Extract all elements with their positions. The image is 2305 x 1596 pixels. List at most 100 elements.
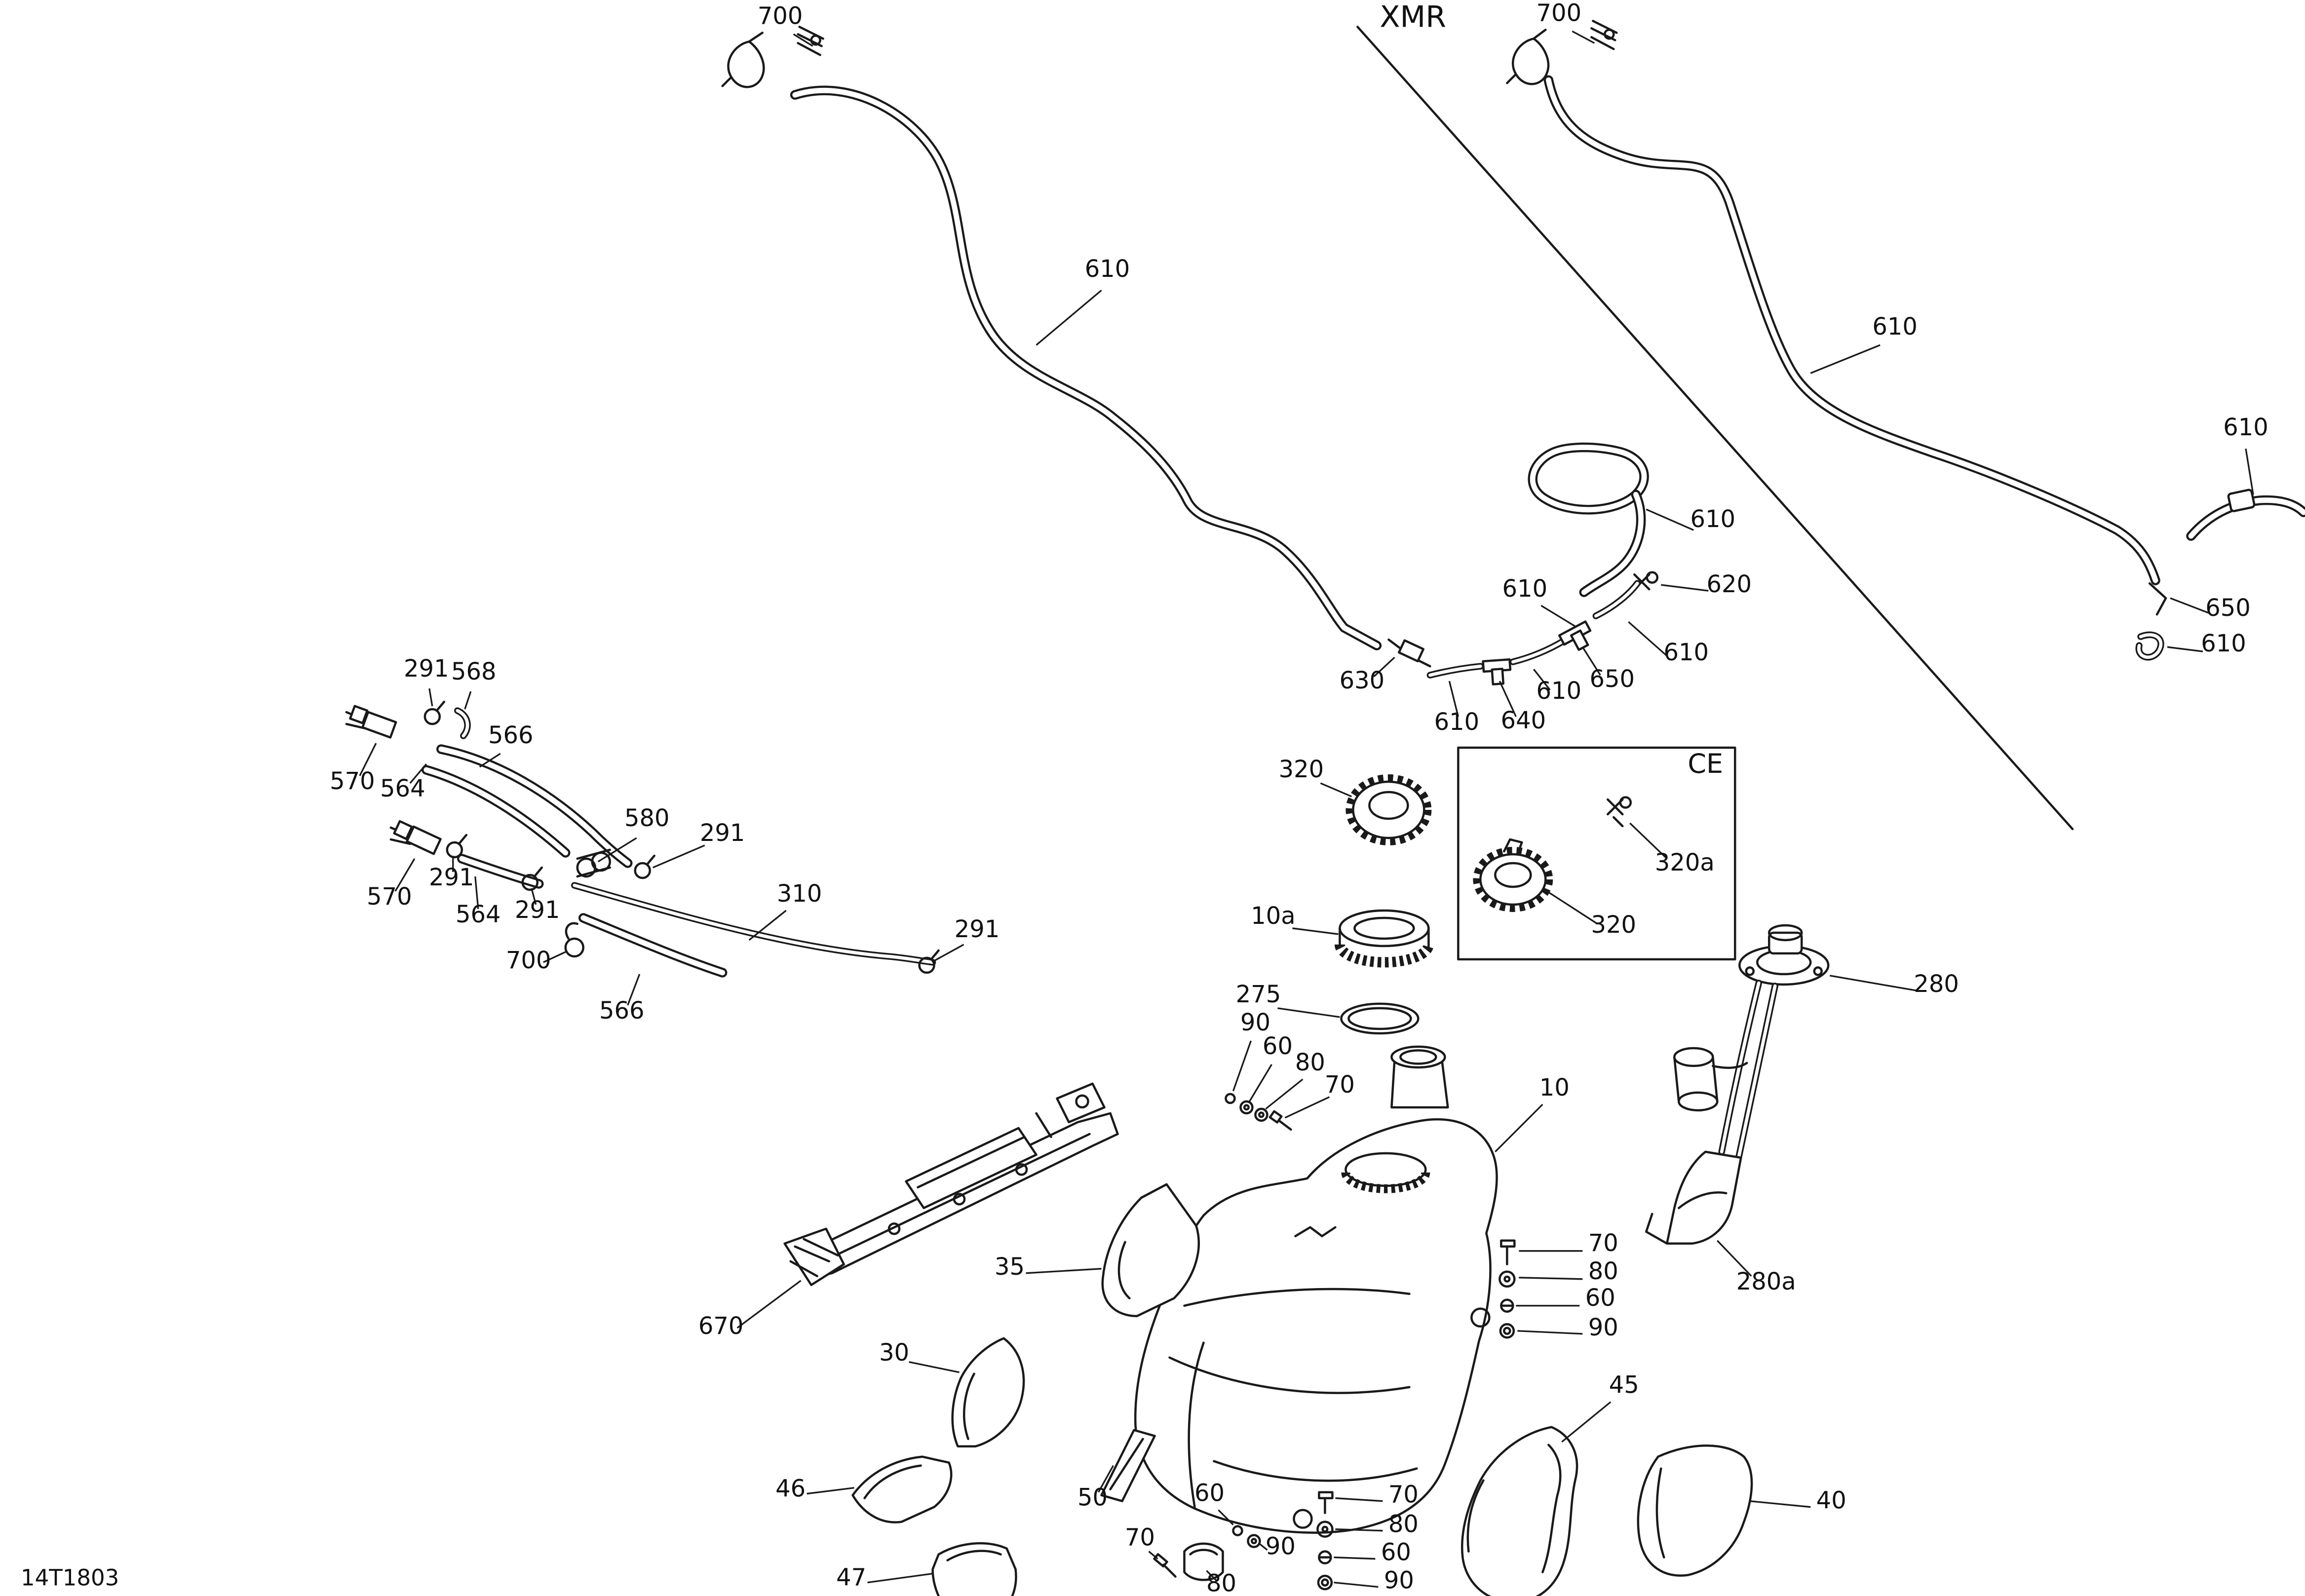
support-rail-670	[783, 1082, 1119, 1287]
leader-line-610	[1628, 621, 1668, 657]
leader-line-70	[1335, 1497, 1383, 1502]
leader-line-568	[464, 691, 472, 710]
loop-hose-610-middle	[1528, 442, 1649, 597]
leader-line-610	[1540, 605, 1576, 627]
connector-570-lower	[389, 820, 442, 855]
part-label-610: 610	[1502, 575, 1548, 603]
leader-line-45	[1561, 1401, 1612, 1443]
cover-46	[851, 1455, 953, 1523]
part-label-291: 291	[955, 915, 1000, 943]
part-label-580: 580	[624, 804, 670, 832]
part-label-620: 620	[1706, 570, 1752, 598]
clamp-700-right-icon	[1590, 20, 1618, 50]
deflector-35	[1101, 1183, 1200, 1318]
part-label-610: 610	[2201, 630, 2246, 657]
leader-line-700	[1572, 30, 1595, 44]
leader-line-291	[428, 688, 433, 707]
hose-566-upper	[436, 744, 633, 868]
leader-line-320	[1320, 782, 1352, 798]
ce-box	[1457, 746, 1736, 961]
ce-marking-label: CE	[1688, 748, 1723, 779]
part-label-610: 610	[1872, 313, 1918, 341]
leader-line-670	[736, 1280, 802, 1329]
leader-line-320a	[1629, 822, 1668, 860]
leader-line-280	[1829, 975, 1916, 991]
part-label-90: 90	[1266, 1533, 1296, 1560]
hose-564-upper	[422, 765, 571, 858]
part-label-568: 568	[451, 658, 497, 685]
leader-line-80	[1335, 1528, 1383, 1532]
part-label-291: 291	[429, 864, 474, 891]
leader-line-280a	[1717, 1240, 1752, 1277]
part-label-46: 46	[775, 1475, 806, 1503]
clamp-cluster-bottom-left	[1153, 1525, 1261, 1581]
connector-650-right	[2148, 582, 2167, 616]
part-label-570: 570	[330, 767, 375, 795]
bracket-30	[951, 1337, 1025, 1447]
leader-line-291	[531, 888, 537, 905]
leader-line-700	[543, 951, 566, 963]
part-label-60: 60	[1194, 1480, 1225, 1507]
part-label-70: 70	[1325, 1071, 1355, 1099]
leader-line-90	[1259, 1543, 1268, 1551]
part-label-310: 310	[777, 880, 822, 908]
part-label-700: 700	[506, 947, 551, 974]
drawing-code: 14T1803	[21, 1565, 119, 1591]
part-label-70: 70	[1588, 1229, 1618, 1257]
leader-line-610	[1533, 669, 1551, 691]
leader-line-564	[409, 763, 427, 784]
leader-line-80	[1206, 1570, 1218, 1582]
clamp-700-hook-icon	[564, 922, 584, 958]
part-label-90: 90	[1588, 1314, 1618, 1341]
locking-ring-10a	[1334, 909, 1434, 968]
leader-line-90	[1232, 1040, 1252, 1092]
xmr-divider-line	[1356, 26, 2074, 831]
leader-line-70	[1284, 1096, 1330, 1119]
vent-hose-610-left	[790, 85, 1382, 650]
clamp-291-d-icon	[521, 866, 543, 891]
leader-line-47	[867, 1573, 933, 1584]
part-label-10a: 10a	[1251, 902, 1295, 930]
leader-line-630	[1373, 656, 1395, 678]
tee-fitting-640	[1482, 658, 1512, 685]
fuel-line-310	[571, 882, 936, 966]
part-label-291: 291	[404, 655, 449, 683]
part-label-610: 610	[1537, 677, 1582, 705]
part-label-80: 80	[1588, 1257, 1618, 1285]
leader-line-610	[1810, 344, 1881, 374]
part-label-566: 566	[488, 722, 534, 749]
part-label-30: 30	[879, 1339, 909, 1367]
part-label-640: 640	[1501, 707, 1546, 734]
hose-sleeve-icon	[2227, 489, 2256, 512]
part-label-700: 700	[1537, 0, 1582, 27]
leader-line-700	[793, 33, 813, 47]
part-label-291: 291	[515, 896, 560, 924]
part-label-320: 320	[1279, 756, 1324, 783]
part-label-570: 570	[367, 883, 412, 911]
leader-line-564	[474, 876, 479, 910]
leader-line-90	[1334, 1582, 1379, 1588]
leader-line-640	[1498, 681, 1517, 717]
leader-line-10	[1495, 1103, 1543, 1153]
leader-line-320	[1546, 890, 1598, 925]
part-label-610: 610	[1663, 639, 1709, 666]
leader-line-610	[1036, 289, 1102, 346]
leader-line-35	[1026, 1268, 1102, 1274]
clamp-700-left-icon	[797, 26, 824, 56]
clamp-291-e-icon	[918, 949, 940, 974]
part-label-40: 40	[1816, 1487, 1846, 1515]
leader-line-60	[1218, 1509, 1234, 1525]
leader-line-90	[1517, 1330, 1583, 1335]
part-label-610: 610	[1434, 708, 1480, 736]
leader-line-610	[1448, 681, 1459, 717]
leader-line-291	[933, 944, 964, 962]
leader-line-566	[479, 753, 501, 768]
leader-line-610	[2245, 448, 2254, 495]
part-label-10: 10	[1539, 1074, 1570, 1102]
leader-line-570	[394, 858, 416, 892]
nozzle-630	[1387, 638, 1431, 668]
part-label-90: 90	[1240, 1009, 1270, 1036]
hose-retainer-700-right-icon	[1506, 29, 1550, 85]
part-label-610: 610	[1690, 505, 1735, 533]
